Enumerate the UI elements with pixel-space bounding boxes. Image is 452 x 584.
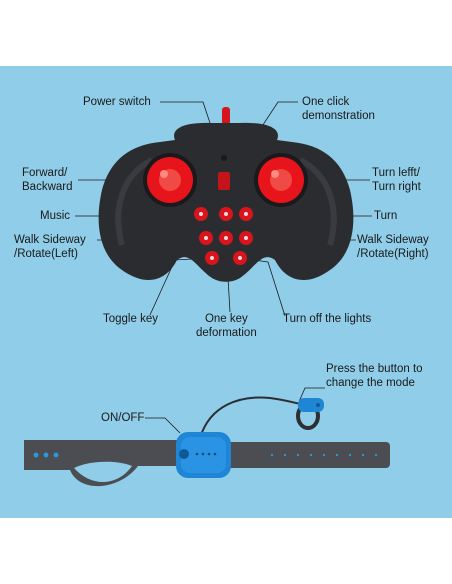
remote-controller-icon	[98, 107, 354, 282]
label-turn-off-lights: Turn off the lights	[283, 313, 372, 325]
label-walk-right: Walk Sideway /Rotate(Right)	[357, 233, 429, 261]
label-power-switch: Power switch	[83, 96, 151, 108]
label-music: Music	[40, 210, 71, 222]
label-press-button: Press the button to change the mode	[326, 362, 423, 390]
label-walk-left-line2: /Rotate(Left)	[14, 248, 78, 260]
power-switch-antenna	[222, 107, 230, 125]
label-forward-line2: Backward	[22, 181, 73, 193]
wrist-band-remote-icon	[24, 396, 390, 487]
label-on-off: ON/OFF	[101, 412, 145, 424]
on-off-switch	[179, 449, 189, 459]
label-walk-left-line1: Walk Sideway	[14, 234, 86, 246]
label-press-button-line2: change the mode	[326, 377, 415, 389]
label-turn: Turn	[374, 210, 398, 222]
label-forward-line1: Forward/	[22, 167, 68, 179]
label-press-button-line1: Press the button to	[326, 363, 423, 375]
label-walk-left: Walk Sideway /Rotate(Left)	[14, 233, 86, 261]
label-one-key-line2: deformation	[196, 327, 257, 339]
label-one-click-line2: demonstration	[302, 110, 375, 122]
one-click-button	[221, 155, 227, 161]
label-walk-right-line2: /Rotate(Right)	[357, 248, 429, 260]
label-one-key: One key deformation	[196, 312, 257, 340]
label-walk-right-line1: Walk Sideway	[357, 234, 429, 246]
label-turn-left-right: Turn lefft/ Turn right	[372, 166, 421, 194]
label-one-key-line1: One key	[204, 313, 248, 325]
label-turn-left-line2: Turn right	[372, 181, 421, 193]
band-strap-right	[226, 442, 390, 468]
label-forward-backward: Forward/ Backward	[22, 166, 73, 194]
power-switch	[218, 172, 230, 190]
mode-button	[298, 398, 324, 412]
label-toggle-key: Toggle key	[103, 313, 158, 325]
label-one-click: One click demonstration	[302, 95, 375, 123]
label-turn-left-line1: Turn lefft/	[372, 167, 420, 179]
label-one-click-line1: One click	[302, 96, 350, 108]
